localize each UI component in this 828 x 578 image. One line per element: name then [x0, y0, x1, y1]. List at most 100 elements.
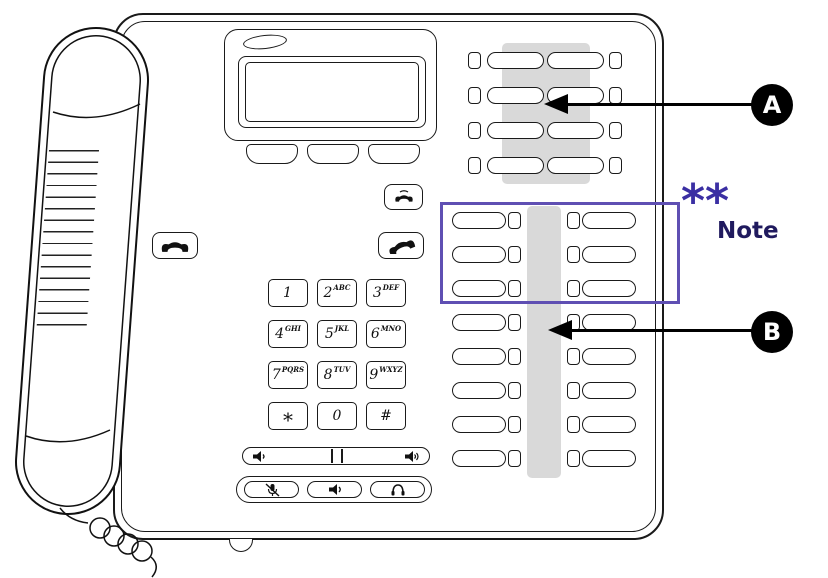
key-digit: #: [380, 408, 392, 424]
mute-key-icon: [265, 482, 279, 497]
memory-key[interactable]: [452, 348, 506, 365]
feature-key-icon: [394, 190, 413, 202]
memory-key-indicator: [508, 212, 521, 229]
memory-key[interactable]: [582, 246, 636, 263]
memory-key-indicator: [508, 416, 521, 433]
key-digit: 8: [323, 367, 333, 383]
note-marker: **: [681, 174, 730, 228]
memory-key[interactable]: [582, 450, 636, 467]
handset-earpiece-line: [52, 103, 141, 119]
memory-key[interactable]: [487, 122, 544, 139]
memory-key-indicator: [508, 314, 521, 331]
key-digit: 7: [271, 367, 281, 383]
callout-a: A: [751, 84, 793, 126]
handset-cord-coil: [59, 507, 157, 578]
memory-key-indicator: [567, 450, 580, 467]
memory-key-indicator: [609, 122, 622, 139]
softkey-right[interactable]: [368, 144, 420, 164]
key-letters: ABC: [333, 282, 351, 292]
callout-b: B: [751, 311, 793, 353]
keypad-key-pound[interactable]: #: [366, 402, 406, 430]
memory-key[interactable]: [487, 52, 544, 69]
memory-key[interactable]: [547, 122, 604, 139]
key-digit: 1: [283, 285, 292, 301]
memory-key-indicator: [567, 212, 580, 229]
mute-key[interactable]: [244, 481, 299, 498]
feature-key[interactable]: [384, 184, 423, 210]
memory-key[interactable]: [487, 157, 544, 174]
key-letters: MNO: [380, 323, 402, 333]
memory-key[interactable]: [582, 348, 636, 365]
callout-a-label: A: [762, 91, 782, 119]
callout-b-arrowhead: [548, 320, 572, 340]
memory-key[interactable]: [487, 87, 544, 104]
memory-key-indicator: [468, 157, 481, 174]
headset-key-icon: [391, 484, 404, 496]
memory-key[interactable]: [452, 450, 506, 467]
key-digit: 3: [372, 285, 382, 301]
callout-a-arrowhead: [544, 94, 568, 114]
note-label: Note: [717, 218, 779, 244]
memory-key[interactable]: [452, 280, 506, 297]
keypad-key-1[interactable]: 1: [268, 279, 308, 307]
memory-key-indicator: [508, 280, 521, 297]
volume-rocker[interactable]: [242, 447, 430, 465]
callout-a-arrow-line: [566, 103, 753, 106]
memory-key-indicator: [567, 246, 580, 263]
key-digit: 9: [369, 367, 379, 383]
handsfree-key[interactable]: [307, 481, 362, 498]
volume-rocker-divider: [341, 449, 343, 463]
volume-up-icon: [405, 451, 419, 462]
memory-key-indicator: [567, 382, 580, 399]
headset-key[interactable]: [370, 481, 425, 498]
handset-mouthpiece-line: [25, 429, 111, 443]
memory-key-indicator: [468, 52, 481, 69]
memory-key-indicator: [508, 348, 521, 365]
release-key-icon: [161, 242, 189, 252]
memory-label-strip-bottom: [527, 206, 561, 478]
memory-key[interactable]: [582, 416, 636, 433]
key-letters: TUV: [333, 364, 351, 374]
key-digit: 2: [323, 285, 333, 301]
key-digit: 0: [332, 408, 342, 424]
keypad-key-0[interactable]: 0: [317, 402, 357, 430]
memory-key[interactable]: [452, 246, 506, 263]
memory-key[interactable]: [582, 212, 636, 229]
memory-key[interactable]: [547, 157, 604, 174]
display-screen: [238, 56, 426, 128]
memory-key-indicator: [508, 382, 521, 399]
softkey-middle[interactable]: [307, 144, 359, 164]
volume-down-icon: [253, 451, 265, 462]
memory-key[interactable]: [582, 382, 636, 399]
hold-key-icon: [389, 240, 416, 254]
memory-key[interactable]: [452, 314, 506, 331]
keypad-key-star[interactable]: *: [268, 402, 308, 430]
callout-b-arrow-line: [570, 329, 753, 332]
key-letters: PQRS: [281, 364, 305, 374]
memory-key[interactable]: [452, 416, 506, 433]
softkey-left[interactable]: [246, 144, 298, 164]
memory-key[interactable]: [547, 52, 604, 69]
handset: [15, 27, 157, 578]
release-key[interactable]: [152, 232, 198, 259]
volume-rocker-divider: [331, 449, 333, 463]
key-digit: 4: [275, 326, 285, 342]
memory-key-indicator: [468, 122, 481, 139]
memory-key[interactable]: [582, 280, 636, 297]
memory-key[interactable]: [452, 212, 506, 229]
memory-key-indicator: [508, 450, 521, 467]
memory-key[interactable]: [452, 382, 506, 399]
handsfree-key-icon: [328, 484, 341, 495]
hold-key[interactable]: [378, 232, 424, 259]
